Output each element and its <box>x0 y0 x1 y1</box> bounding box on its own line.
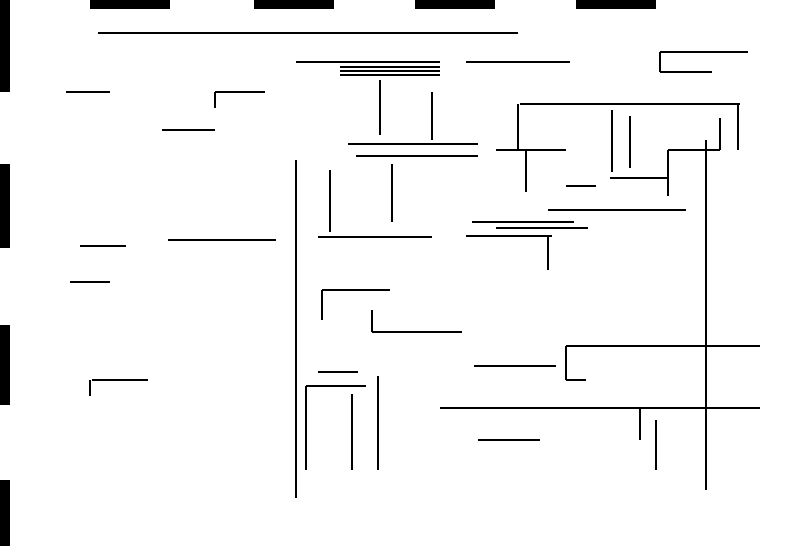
binding-hole-icon <box>0 164 10 248</box>
schematic-wiring <box>66 32 760 498</box>
header-block-2 <box>254 0 334 9</box>
header-block-3 <box>415 0 495 9</box>
binding-hole-icon <box>0 325 10 405</box>
binding-hole-icon <box>0 480 10 546</box>
header-block-1 <box>90 0 170 9</box>
header-block-4 <box>576 0 656 9</box>
binding-hole-icon <box>0 0 10 92</box>
